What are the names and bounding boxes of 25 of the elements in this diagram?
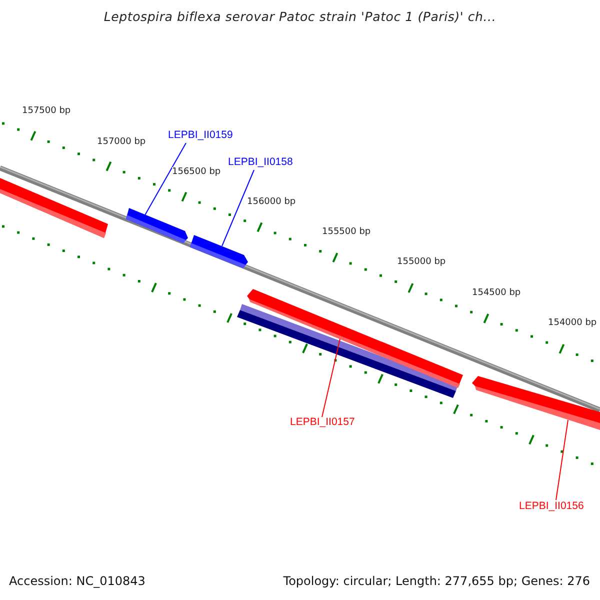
leader-line (556, 420, 568, 500)
scale-label: 154000 bp (548, 318, 597, 328)
gene-bar (237, 304, 458, 398)
scale-label: 156000 bp (247, 196, 296, 207)
gene-bar (190, 235, 248, 268)
scale-label: 157500 bp (22, 106, 71, 116)
scale-label: 155000 bp (397, 257, 446, 268)
title: Leptospira biflexa serovar Patoc strain 'Patoc 1 (Paris)' ch... (102, 9, 498, 24)
scale-label: 156500 bp (172, 166, 221, 177)
gene-label: LEPBI_II0157 (290, 416, 355, 428)
gene-label: LEPBI_II0156 (519, 500, 584, 512)
accession-text: Accession: NC_010843 (9, 574, 146, 588)
leader-line (322, 338, 340, 418)
scale-label: 157000 bp (97, 136, 146, 147)
leader-line (144, 142, 186, 216)
gene-bar (247, 289, 463, 388)
summary-text: Topology: circular; Length: 277,655 bp; Genes: 276 (283, 574, 590, 588)
scale-label: 155500 bp (322, 227, 371, 238)
scale-label: 154500 bp (472, 288, 521, 298)
gene-label: LEPBI_II0158 (228, 156, 293, 168)
leader-line (222, 170, 254, 246)
gene-bar (0, 178, 108, 238)
gene-bar (472, 376, 600, 430)
gene-label: LEPBI_II0159 (168, 129, 233, 141)
gene-bar (126, 208, 188, 243)
